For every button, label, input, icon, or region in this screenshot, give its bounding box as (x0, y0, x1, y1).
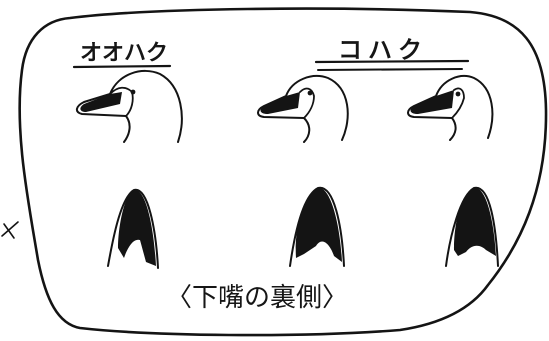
head-bewick-b (407, 75, 494, 141)
underside-bewick-a-outline (289, 186, 345, 267)
head-whooper (76, 69, 183, 143)
head-whooper-eye (130, 89, 136, 95)
head-bewick-a-bill-yellow (299, 87, 315, 119)
head-bewick-a (257, 75, 349, 143)
head-bewick-b-bill-black (410, 90, 454, 114)
label-whooper-swan: オオハク (80, 41, 168, 66)
label-bewick-underline-2 (317, 68, 463, 71)
label-bewick-swan: コハク (338, 36, 428, 64)
stray-mark (1, 221, 19, 239)
label-bewick-underline-1 (314, 59, 470, 64)
bill-underside-whooper (107, 188, 159, 269)
head-bewick-a-eye (307, 90, 313, 96)
underside-whooper-dark (118, 189, 156, 266)
head-bewick-a-bill-black (260, 92, 300, 114)
caption-bill-underside: 〈下嘴の裏側〉 (166, 283, 348, 313)
bill-underside-bewick-a (289, 186, 345, 267)
underside-bewick-b-dark (454, 187, 496, 256)
label-whooper-underline (72, 64, 172, 69)
bill-underside-bewick-b (445, 186, 499, 267)
sketch-frame (18, 7, 548, 337)
head-bewick-b-eye (455, 91, 461, 97)
underside-whooper-pale (123, 237, 143, 249)
underside-bewick-a-dark (295, 187, 342, 262)
head-whooper-bill-black (80, 92, 122, 112)
head-bewick-b-bill-yellow (451, 87, 465, 119)
underside-whooper-outline (107, 188, 159, 269)
underside-bewick-b-outline (445, 186, 499, 267)
